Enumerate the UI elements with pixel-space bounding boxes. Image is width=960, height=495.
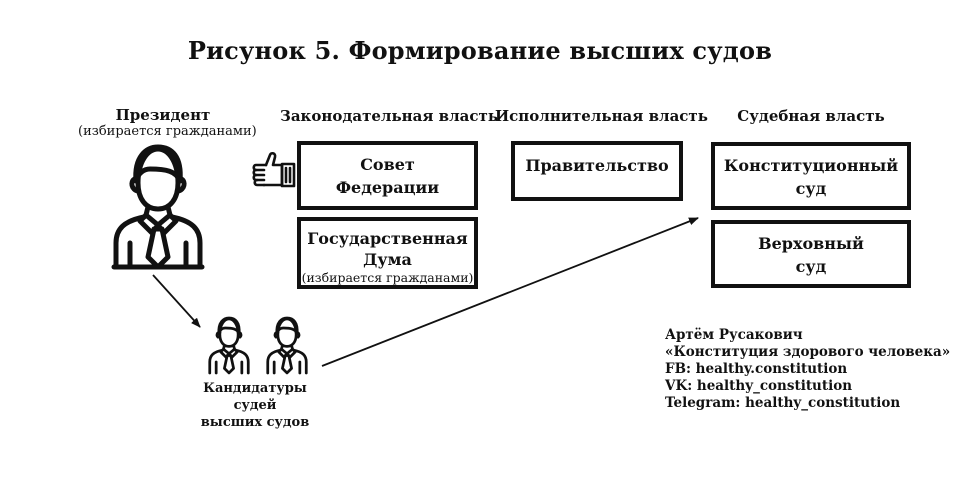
constitutional-court-box: Конституционный суд <box>711 142 911 210</box>
supreme-court-line2: суд <box>795 257 827 276</box>
credits-facebook: FB: healthy.constitution <box>665 361 848 377</box>
government-label: Правительство <box>525 156 669 175</box>
credits-telegram: Telegram: healthy_constitution <box>665 395 901 411</box>
constitutional-court-line2: суд <box>795 179 827 198</box>
credits-vk: VK: healthy_constitution <box>665 378 853 394</box>
president-label: Президент <box>115 106 211 124</box>
candidates-caption-line1: Кандидатуры судей <box>203 381 307 413</box>
candidates-caption: Кандидатуры судей высших судов <box>180 380 330 431</box>
candidate-icon <box>266 316 308 375</box>
thumbs-up-icon <box>252 151 296 188</box>
credits-block: Артём Русакович «Конституция здорового ч… <box>665 327 950 412</box>
supreme-court-line1: Верховный <box>758 234 864 253</box>
federation-council-box: Совет Федерации <box>297 141 478 210</box>
candidates-caption-line2: высших судов <box>200 415 310 430</box>
arrow-candidates-to-courts <box>321 217 699 367</box>
state-duma-line2: Дума <box>363 250 412 269</box>
credits-author: Артём Русакович <box>665 327 803 343</box>
president-note: (избирается гражданами) <box>78 124 257 139</box>
credits-project: «Конституция здорового человека» <box>665 344 951 360</box>
state-duma-box: Государственная Дума (избирается граждан… <box>297 217 478 289</box>
candidate-icon <box>208 316 250 375</box>
constitutional-court-line1: Конституционный <box>723 156 899 175</box>
person-with-tie-icon <box>111 144 205 270</box>
figure-title: Рисунок 5. Формирование высших судов <box>187 36 773 65</box>
judicial-heading: Судебная власть <box>737 107 885 125</box>
government-box: Правительство <box>511 141 683 201</box>
legislative-heading: Законодательная власть <box>280 107 498 125</box>
arrow-president-to-candidates <box>152 274 201 328</box>
executive-heading: Исполнительная власть <box>495 107 708 125</box>
supreme-court-box: Верховный суд <box>711 220 911 288</box>
state-duma-line1: Государственная <box>307 229 468 248</box>
federation-council-line1: Совет <box>360 155 415 174</box>
federation-council-line2: Федерации <box>335 178 440 197</box>
state-duma-note: (избирается гражданами) <box>301 270 474 285</box>
